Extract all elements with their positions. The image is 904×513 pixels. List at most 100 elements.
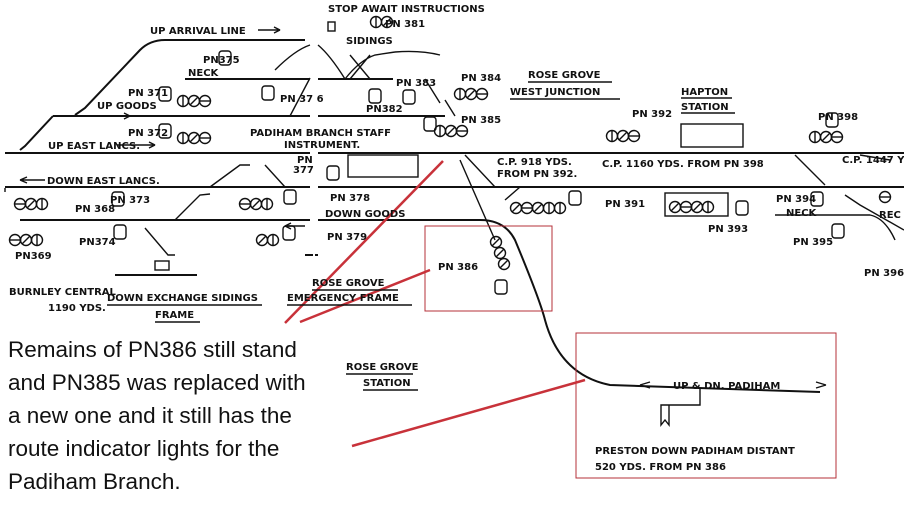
label-cp1160: C.P. 1160 YDS. FROM PN 398 — [602, 159, 764, 170]
signal-bar — [491, 237, 501, 247]
label-pn396: PN 396 — [864, 268, 904, 279]
annotation-line — [299, 268, 431, 324]
hapton-station-building — [680, 123, 744, 148]
label-pn398: PN 398 — [818, 112, 858, 123]
label-pn377: PN — [297, 155, 313, 166]
label-burnley-yds: 1190 YDS. — [48, 303, 106, 314]
labels: STOP AWAIT INSTRUCTIONS PN 381 SIDINGS U… — [9, 4, 904, 473]
note-line: route indicator lights for the — [8, 436, 280, 461]
label-pn392: PN 392 — [632, 109, 672, 120]
label-west-junction: WEST JUNCTION — [510, 87, 600, 98]
label-up-arrival-line: UP ARRIVAL LINE — [150, 26, 246, 37]
padiham-distant-signal — [660, 388, 701, 427]
annotation-note: Remains of PN386 still stand and PN385 w… — [8, 333, 306, 498]
label-preston-distant: PRESTON DOWN PADIHAM DISTANT — [595, 446, 795, 457]
label-pn376: PN 37 6 — [280, 94, 324, 105]
label-emergency-frame: EMERGENCY FRAME — [287, 293, 399, 304]
label-burnley-central: BURNLEY CENTRAL — [9, 287, 117, 298]
signal-bar — [21, 235, 31, 245]
shunt-signal-icon — [831, 223, 845, 239]
shunt-signal-icon — [810, 191, 824, 207]
annotation-line — [284, 160, 444, 324]
label-distant-yds: 520 YDS. FROM PN 386 — [595, 462, 726, 473]
label-up-dn-padiham: UP & DN. PADIHAM — [673, 381, 780, 392]
label-pn378: PN 378 — [330, 193, 370, 204]
label-pn394: PN 394 — [776, 194, 816, 205]
label-pn377-number: 377 — [293, 165, 314, 176]
signals — [8, 15, 892, 295]
note-line: Remains of PN386 still stand — [8, 337, 297, 362]
neck-siding — [775, 214, 896, 241]
signal-arm-icon — [489, 235, 503, 249]
label-hapton: HAPTON — [681, 87, 728, 98]
up-arrival-line-track — [74, 39, 305, 116]
label-neck: NECK — [188, 68, 220, 79]
label-station: STATION — [363, 378, 411, 389]
label-pn372: PN 372 — [128, 128, 168, 139]
shunt-signal-icon — [283, 189, 297, 205]
signal-bar — [670, 202, 680, 212]
signal-bar — [189, 133, 199, 143]
label-rose-grove: ROSE GROVE — [528, 70, 601, 81]
padiham-branch-track — [318, 219, 821, 393]
shunt-signal-icon — [368, 88, 382, 104]
shunt-signal-icon — [423, 116, 437, 132]
label-underlines — [107, 81, 735, 391]
label-pn379: PN 379 — [327, 232, 367, 243]
label-pn368: PN 368 — [75, 204, 115, 215]
label-pn384: PN 384 — [461, 73, 501, 84]
shunt-signal-icon — [825, 112, 839, 128]
signal-bar — [533, 203, 543, 213]
crossovers-top — [274, 44, 396, 117]
label-stop-await: STOP AWAIT INSTRUCTIONS — [328, 4, 485, 15]
crossovers-left — [144, 164, 286, 256]
label-rose-grove-station: ROSE GROVE — [346, 362, 419, 373]
label-pn386: PN 386 — [438, 262, 478, 273]
note-line: a new one and it still has the — [8, 403, 292, 428]
label-pn371: PN 371 — [128, 88, 168, 99]
up-goods-connection — [19, 115, 54, 151]
shunt-signal-icon — [282, 225, 296, 241]
signal-bar — [511, 203, 521, 213]
label-pn375: PN375 — [203, 55, 240, 66]
signal-bar — [495, 248, 505, 258]
label-up-goods: UP GOODS — [97, 101, 157, 112]
padiham-distant-highlight-box — [575, 332, 837, 479]
note-line: and PN385 was replaced with — [8, 370, 306, 395]
note-line: Padiham Branch. — [8, 469, 181, 494]
label-down-exchange-sidings: DOWN EXCHANGE SIDINGS — [107, 293, 258, 304]
label-pn393: PN 393 — [708, 224, 748, 235]
label-pn385: PN 385 — [461, 115, 501, 126]
label-instrument: INSTRUMENT. — [284, 140, 360, 151]
label-hapton-station: STATION — [681, 102, 729, 113]
arrow-icon — [639, 381, 827, 389]
signal-bar — [499, 259, 509, 269]
label-padiham-staff: PADIHAM BRANCH STAFF — [250, 128, 391, 139]
shunt-signal-icon — [158, 123, 172, 139]
label-down-east-lancs: DOWN EAST LANCS. — [47, 176, 160, 187]
tracks — [4, 0, 904, 427]
signal-bar — [618, 131, 628, 141]
label-cp918-from: FROM PN 392. — [497, 169, 577, 180]
shunt-signal-icon — [735, 200, 749, 216]
shunt-signal-icon — [568, 190, 582, 206]
ground-frame-icon — [154, 260, 170, 271]
label-cp918: C.P. 918 YDS. — [497, 157, 572, 168]
label-rec: REC — [879, 210, 901, 221]
label-rose-grove-frame: ROSE GROVE — [312, 278, 385, 289]
crossovers-mid — [394, 50, 456, 117]
label-down-goods: DOWN GOODS — [325, 209, 405, 220]
frame-building — [347, 154, 419, 178]
label-pn381: PN 381 — [385, 19, 425, 30]
label-pn382: PN382 — [366, 104, 403, 115]
label-neck-2: NECK — [786, 208, 818, 219]
signal-bar — [446, 126, 456, 136]
shunt-signal-icon — [158, 86, 172, 102]
signal-bar — [692, 202, 702, 212]
label-pn383: PN 383 — [396, 78, 436, 89]
shunt-signal-icon — [111, 191, 125, 207]
pn386-highlight-box — [424, 225, 553, 312]
shunt-signal-icon — [218, 50, 232, 66]
label-up-east-lancs: UP EAST LANCS. — [48, 141, 140, 152]
